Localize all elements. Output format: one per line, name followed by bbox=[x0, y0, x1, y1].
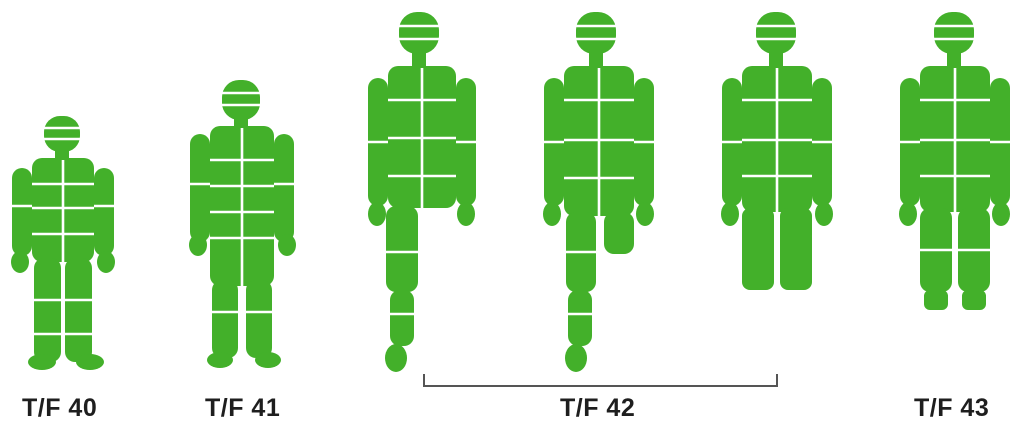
figure-tf42-b bbox=[543, 12, 654, 372]
figure-tf40 bbox=[11, 116, 115, 370]
label-tf40: T/F 40 bbox=[22, 392, 97, 424]
figure-tf43 bbox=[899, 12, 1010, 310]
label-tf41: T/F 41 bbox=[205, 392, 280, 424]
label-tf42: T/F 42 bbox=[560, 392, 635, 424]
figure-tf42-c bbox=[721, 12, 833, 290]
figure-tf42-a bbox=[368, 12, 476, 372]
tf42-group-bracket bbox=[424, 374, 777, 386]
figure-tf41 bbox=[189, 80, 296, 368]
label-tf43: T/F 43 bbox=[914, 392, 989, 424]
